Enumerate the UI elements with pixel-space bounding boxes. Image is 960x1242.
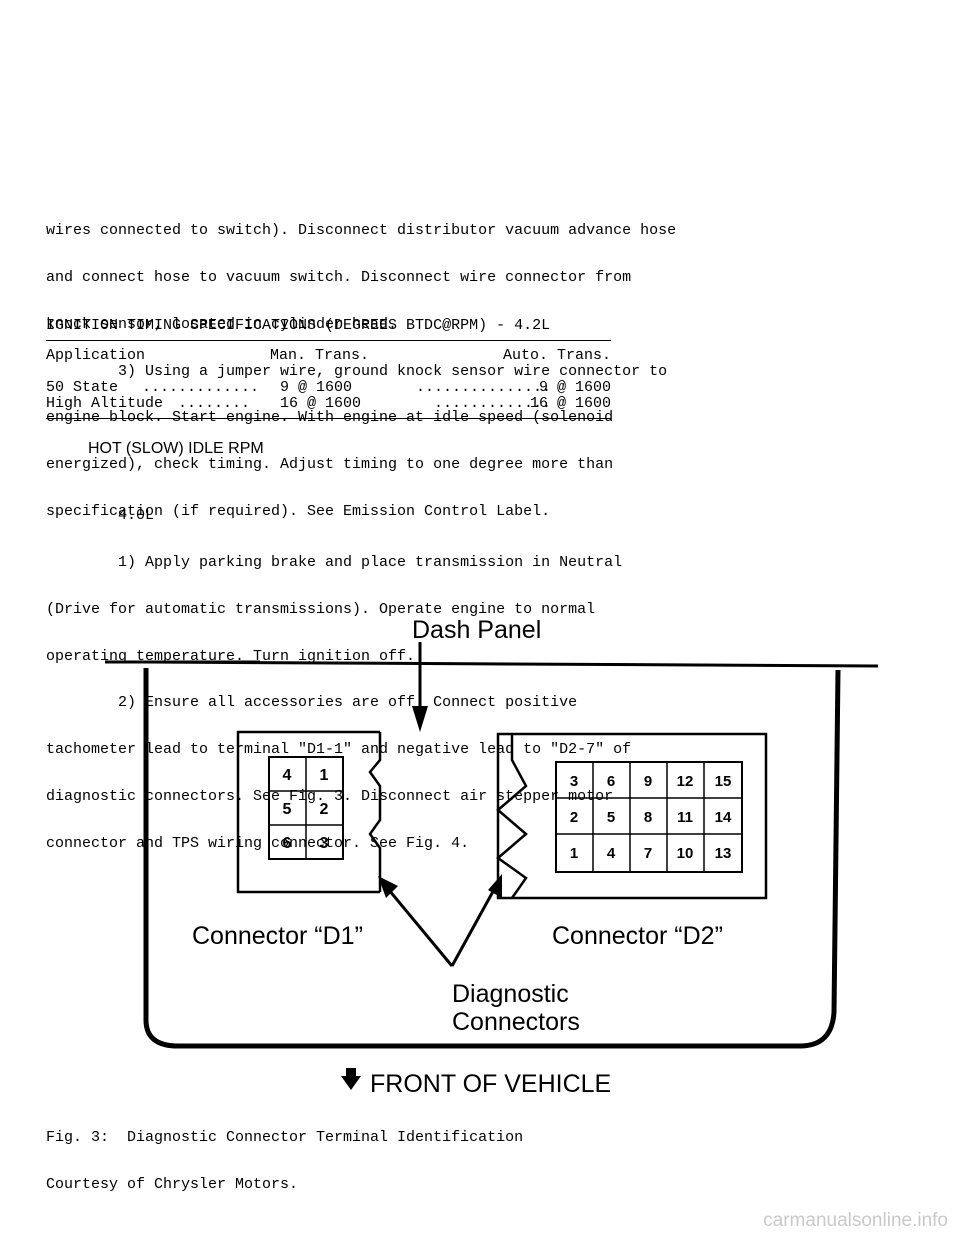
diag-arrow-right: [450, 885, 498, 967]
panel-top-edge: [147, 660, 879, 668]
cell-leader-dots: .............: [142, 379, 260, 396]
diagnostic-connector-figure: Dash Panel 4 1 5 2 6 3 3: [105, 616, 879, 1098]
section-heading: HOT (SLOW) IDLE RPM: [88, 440, 264, 457]
intro-paragraph: wires connected to switch). Disconnect d…: [46, 192, 676, 535]
text-line: connector and TPS wiring connector. See …: [46, 834, 470, 852]
d1-pin-label: 4: [283, 767, 292, 784]
spec-table-title: IGNITION TIMING SPECIFICATIONS (DEGREES …: [46, 317, 551, 334]
d1-pin-label: 6: [283, 835, 292, 852]
d2-pin-label: 13: [715, 845, 732, 862]
cell-leader-dots: ...............: [416, 379, 552, 396]
diag-arrowhead-left: [378, 876, 398, 898]
front-of-vehicle-label: FRONT OF VEHICLE: [370, 1070, 611, 1098]
header-auto-trans: Auto. Trans.: [502, 347, 611, 364]
text-line: wires connected to switch). Disconnect d…: [46, 222, 677, 240]
diag-arrow-left: [382, 883, 454, 967]
table-row: High Altitude ........ 16 @ 1600 .......…: [46, 396, 611, 412]
text-line: energized), check timing. Adjust timing …: [46, 456, 614, 474]
cell-auto-trans: 16 @ 1600: [529, 395, 611, 412]
table-row: 50 State ............. 9 @ 1600 ........…: [46, 380, 611, 396]
d2-pin-label: 15: [715, 773, 732, 790]
cell-leader-dots: ........: [178, 395, 251, 412]
connector-d2-body: [496, 732, 768, 900]
header-application: Application: [46, 347, 146, 364]
cell-application: High Altitude: [46, 395, 164, 412]
cell-man-trans: 9 @ 1600: [280, 379, 353, 396]
text-line: 3) Using a jumper wire, ground knock sen…: [46, 362, 668, 380]
connector-d2-pin-grid: [555, 761, 743, 873]
d2-pin-label: 12: [677, 773, 694, 790]
dash-arrow-head: [412, 706, 428, 732]
d2-pin-label: 14: [715, 809, 732, 826]
cell-application: 50 State: [46, 379, 119, 396]
connector-d2-latch: [495, 734, 528, 899]
connector-d1-body: [236, 730, 380, 894]
cell-auto-trans: 9 @ 1600: [538, 379, 611, 396]
connector-d1-label: Connector “D1”: [192, 922, 363, 950]
d2-pin-label: 8: [644, 809, 652, 826]
d2-pin-label: 9: [644, 773, 652, 790]
d2-pin-label: 11: [677, 809, 693, 826]
cell-man-trans: 16 @ 1600: [280, 395, 362, 412]
d2-pin-label: 5: [607, 809, 615, 826]
text-line: operating temperature. Turn ignition off…: [46, 647, 416, 665]
text-line: and connect hose to vacuum switch. Disco…: [46, 268, 632, 286]
text-line: knock sensor, located in cylinder head.: [46, 315, 398, 333]
d2-pin-label: 6: [607, 773, 615, 790]
d2-pin-label: 10: [677, 845, 694, 862]
text-line: (Drive for automatic transmissions). Ope…: [46, 600, 596, 618]
caption-line: Fig. 3: Diagnostic Connector Terminal Id…: [46, 1129, 524, 1147]
table-rule-bottom: [46, 418, 611, 419]
d1-pin-label: 2: [320, 801, 329, 818]
d2-pin-label: 3: [570, 773, 578, 790]
dash-panel-label: Dash Panel: [412, 616, 541, 644]
front-arrow-icon: [341, 1068, 361, 1090]
diagnostic-label-line1: Diagnostic: [452, 980, 569, 1008]
panel-outline: [143, 668, 841, 1049]
diagnostic-label-line2: Connectors: [452, 1008, 580, 1036]
d1-pin-label: 5: [283, 801, 292, 818]
watermark: carmanualsonline.info: [763, 1210, 948, 1231]
text-line: specification (if required). See Emissio…: [46, 502, 551, 520]
text-line: 2) Ensure all accessories are off. Conne…: [46, 694, 578, 712]
text-line: 1) Apply parking brake and place transmi…: [46, 553, 623, 571]
body-paragraph: 4.0L 1) Apply parking brake and place tr…: [46, 477, 631, 867]
caption-line: Courtesy of Chrysler Motors.: [46, 1175, 299, 1193]
figure-caption: Fig. 3: Diagnostic Connector Terminal Id…: [46, 1099, 523, 1208]
d2-pin-label: 4: [607, 845, 616, 862]
text-line: engine block. Start engine. With engine …: [46, 409, 614, 427]
text-line: 4.0L: [46, 507, 155, 525]
d2-pin-label: 7: [644, 845, 652, 862]
connector-d2-label: Connector “D2”: [552, 922, 723, 950]
d1-pin-label: 3: [320, 835, 329, 852]
table-rule-top: [46, 340, 611, 341]
d2-pin-label: 2: [570, 809, 578, 826]
d1-pin-label: 1: [320, 767, 329, 784]
text-line: tachometer lead to terminal "D1-1" and n…: [46, 741, 632, 759]
cell-leader-dots: .............: [434, 395, 552, 412]
header-man-trans: Man. Trans.: [270, 347, 370, 364]
d2-pin-label: 1: [570, 845, 578, 862]
connector-d1-latch: [368, 732, 382, 892]
diag-arrowhead-right: [488, 874, 502, 898]
table-header-row: Application Man. Trans. Auto. Trans.: [46, 348, 611, 364]
